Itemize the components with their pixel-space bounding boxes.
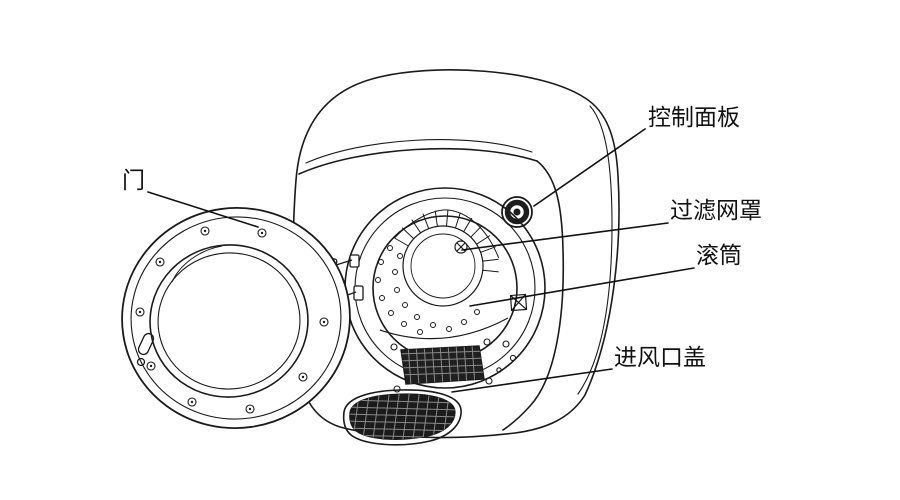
labels: 门 控制面板 过滤网罩 滚筒 进风口盖 (122, 104, 762, 370)
drum-back-circle (402, 225, 484, 307)
label-filter-cover: 过滤网罩 (670, 197, 762, 223)
filter-mesh-hatching (394, 209, 500, 273)
body-silhouette (292, 69, 620, 439)
leader-filter-cover (461, 222, 669, 251)
panel-screws (496, 340, 517, 373)
leader-control-panel (533, 128, 646, 207)
drum-lip-arc (379, 317, 509, 340)
door-window-outer (149, 244, 309, 398)
filter-knob (454, 240, 468, 254)
drum-holes (375, 245, 480, 335)
door-screws (135, 226, 329, 414)
filter-grid (390, 338, 493, 393)
door-handle (136, 332, 155, 367)
front-top-edge-inner (305, 139, 533, 164)
door (121, 207, 351, 429)
door-window-highlight (171, 245, 223, 283)
air-inlet-outline (342, 389, 462, 446)
label-control-panel: 控制面板 (648, 104, 740, 130)
leader-drum (469, 267, 695, 307)
door-outer-ring-inner (130, 216, 342, 420)
leader-air-inlet (451, 368, 613, 393)
label-drum: 滚筒 (696, 242, 742, 268)
label-air-inlet-cover: 进风口盖 (614, 344, 706, 370)
air-inlet-grille (349, 393, 456, 440)
front-top-edge (298, 147, 538, 175)
control-knob (501, 196, 533, 228)
front-right-edge (502, 160, 565, 431)
label-door: 门 (122, 167, 145, 193)
drum (375, 209, 509, 340)
side-contour (577, 105, 613, 395)
leader-door (147, 191, 259, 228)
machine-body (292, 69, 620, 439)
door-window-inner (157, 252, 301, 390)
filter-grid-bolts (390, 338, 493, 393)
leader-lines (147, 128, 695, 393)
vent-square-detail (509, 293, 528, 312)
drum-back-inner (410, 233, 476, 299)
